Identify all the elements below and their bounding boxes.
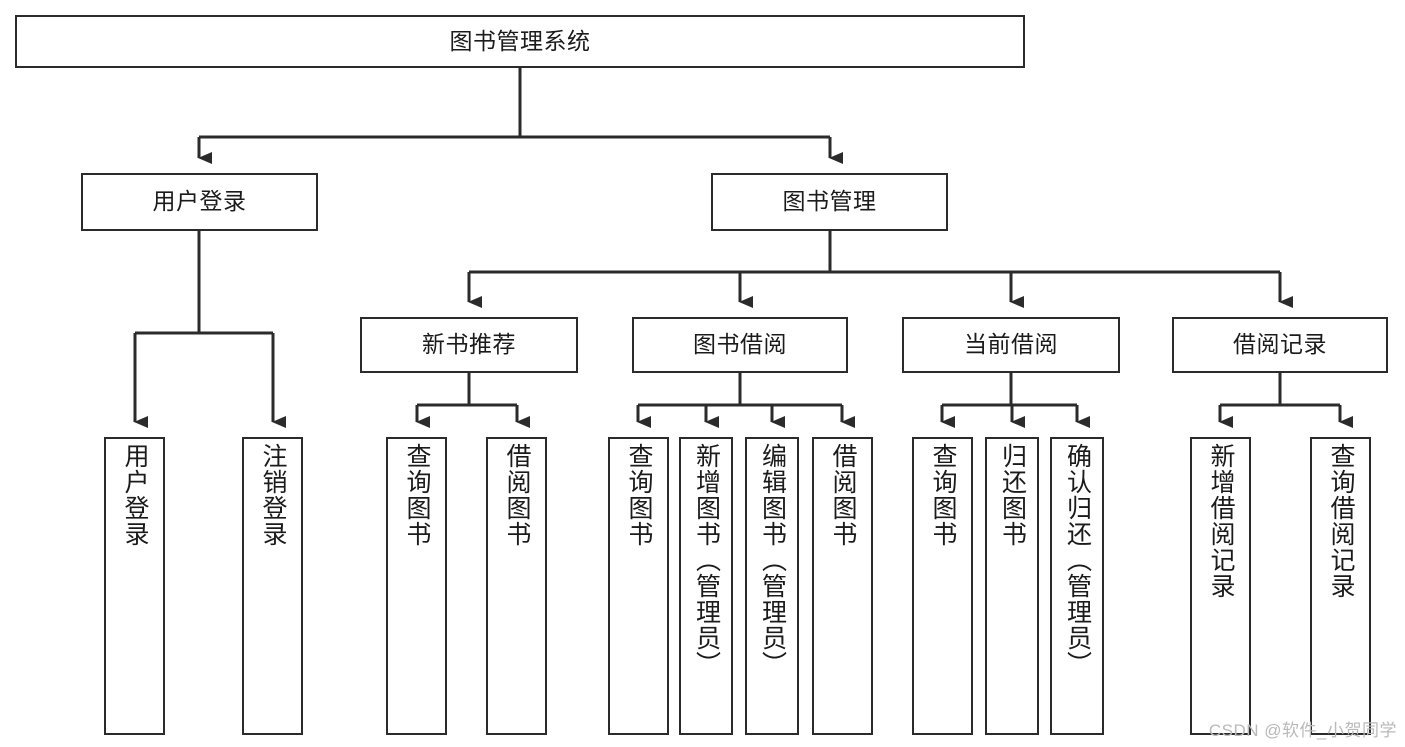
node-leaf-user-login[interactable]: 用户登录 xyxy=(104,437,165,735)
node-leaf-borrow-book-1[interactable]: 借阅图书 xyxy=(486,437,547,735)
node-leaf-edit-book-label: 编辑图书（管理员） xyxy=(758,443,787,677)
node-current-borrow-label: 当前借阅 xyxy=(964,331,1058,358)
connector-bookborrow-to-leaves xyxy=(636,373,855,428)
node-new-book-recommend[interactable]: 新书推荐 xyxy=(360,317,578,373)
node-user-login[interactable]: 用户登录 xyxy=(81,173,318,231)
node-borrow-records[interactable]: 借阅记录 xyxy=(1172,317,1388,373)
node-leaf-edit-book[interactable]: 编辑图书（管理员） xyxy=(745,437,799,735)
node-current-borrow[interactable]: 当前借阅 xyxy=(902,317,1120,373)
node-leaf-add-record-label: 新增借阅记录 xyxy=(1207,443,1235,599)
node-leaf-add-book[interactable]: 新增图书（管理员） xyxy=(679,437,733,735)
node-leaf-confirm-return-label: 确认归还（管理员） xyxy=(1063,443,1092,677)
node-leaf-query-record[interactable]: 查询借阅记录 xyxy=(1310,437,1371,735)
node-leaf-borrow-book-2-label: 借阅图书 xyxy=(829,443,857,547)
connector-currentborrow-to-leaves xyxy=(940,373,1090,428)
node-leaf-add-record[interactable]: 新增借阅记录 xyxy=(1190,437,1251,735)
node-leaf-add-book-label: 新增图书（管理员） xyxy=(692,443,721,677)
node-book-borrow[interactable]: 图书借阅 xyxy=(632,317,848,373)
node-new-book-recommend-label: 新书推荐 xyxy=(422,331,516,358)
node-leaf-query-record-label: 查询借阅记录 xyxy=(1327,443,1355,599)
node-leaf-return-book[interactable]: 归还图书 xyxy=(985,437,1039,735)
node-user-login-label: 用户登录 xyxy=(152,188,247,215)
connector-userlogin-to-leaves xyxy=(133,231,286,428)
node-leaf-borrow-book-1-label: 借阅图书 xyxy=(503,443,531,547)
node-book-management-label: 图书管理 xyxy=(782,188,877,215)
node-leaf-query-book-2[interactable]: 查询图书 xyxy=(608,437,669,735)
node-book-management[interactable]: 图书管理 xyxy=(711,173,948,231)
node-leaf-user-login-label: 用户登录 xyxy=(121,443,149,547)
node-leaf-return-book-label: 归还图书 xyxy=(998,443,1027,547)
node-root-label: 图书管理系统 xyxy=(449,27,591,54)
node-leaf-query-book-1[interactable]: 查询图书 xyxy=(386,437,447,735)
connector-borrowrecords-to-leaves xyxy=(1218,373,1353,428)
node-leaf-logout-login[interactable]: 注销登录 xyxy=(242,437,303,735)
node-leaf-logout-login-label: 注销登录 xyxy=(259,443,287,547)
connector-bookmgmt-to-level3 xyxy=(467,231,1293,308)
node-book-borrow-label: 图书借阅 xyxy=(693,331,787,358)
node-leaf-query-book-2-label: 查询图书 xyxy=(625,443,653,547)
node-leaf-query-book-1-label: 查询图书 xyxy=(403,443,431,547)
connector-newbook-to-leaves xyxy=(415,373,530,428)
node-root[interactable]: 图书管理系统 xyxy=(15,15,1025,68)
connector-root-to-level2 xyxy=(197,68,843,164)
node-leaf-confirm-return[interactable]: 确认归还（管理员） xyxy=(1050,437,1104,735)
node-leaf-query-book-3-label: 查询图书 xyxy=(929,443,957,547)
node-borrow-records-label: 借阅记录 xyxy=(1233,331,1327,358)
node-leaf-borrow-book-2[interactable]: 借阅图书 xyxy=(812,437,873,735)
node-leaf-query-book-3[interactable]: 查询图书 xyxy=(912,437,973,735)
